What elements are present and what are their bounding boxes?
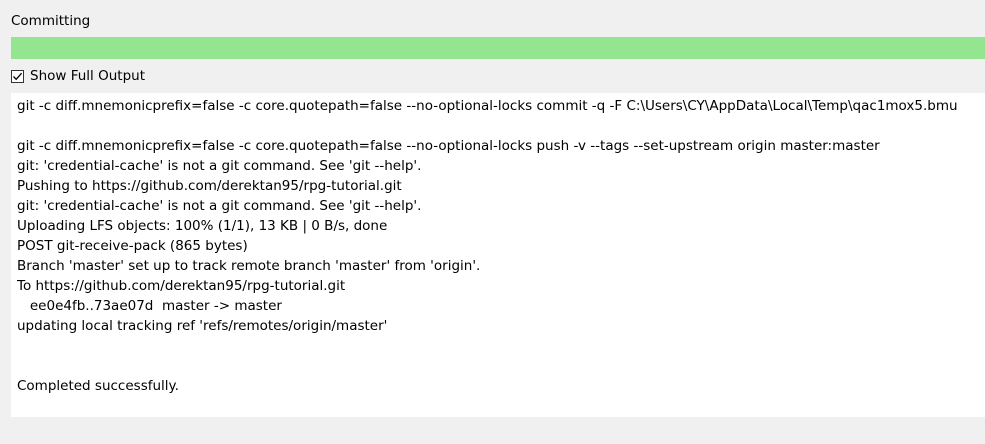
output-line xyxy=(17,116,979,136)
output-line xyxy=(17,336,979,356)
progress-bar-fill xyxy=(11,37,985,59)
output-line: git: 'credential-cache' is not a git com… xyxy=(17,198,422,214)
output-line: Completed successfully. xyxy=(17,378,179,394)
output-line: updating local tracking ref 'refs/remote… xyxy=(17,318,388,334)
status-label: Committing xyxy=(11,13,91,29)
show-full-output-checkbox[interactable]: Show Full Output xyxy=(11,66,145,86)
output-line: git -c diff.mnemonicprefix=false -c core… xyxy=(17,98,958,114)
output-line: Uploading LFS objects: 100% (1/1), 13 KB… xyxy=(17,218,388,234)
output-line: Pushing to https://github.com/derektan95… xyxy=(17,178,402,194)
output-line: To https://github.com/derektan95/rpg-tut… xyxy=(17,278,346,294)
show-full-output-label: Show Full Output xyxy=(30,68,145,84)
output-line: git -c diff.mnemonicprefix=false -c core… xyxy=(17,138,880,154)
progress-bar xyxy=(11,37,985,59)
output-line: git: 'credential-cache' is not a git com… xyxy=(17,158,422,174)
output-log[interactable]: git -c diff.mnemonicprefix=false -c core… xyxy=(11,93,985,417)
checkmark-icon xyxy=(13,72,23,80)
output-line xyxy=(17,356,979,376)
output-line: Branch 'master' set up to track remote b… xyxy=(17,258,481,274)
checkbox-box[interactable] xyxy=(11,69,24,83)
output-line: POST git-receive-pack (865 bytes) xyxy=(17,238,248,254)
output-line: ee0e4fb..73ae07d master -> master xyxy=(17,298,282,314)
